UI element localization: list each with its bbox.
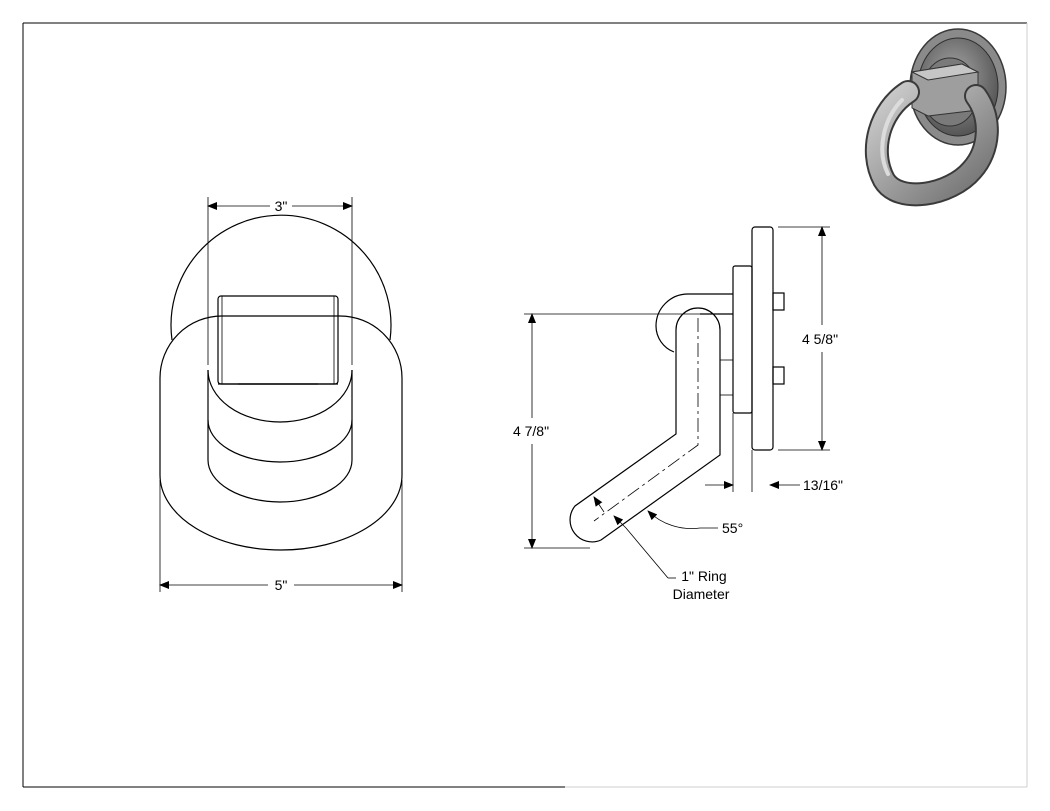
front-view [159,214,403,551]
dim-13-16: 13/16" [803,477,843,493]
dimension-ring-diameter: 1" Ring Diameter [593,496,730,602]
dim-3in: 3" [275,198,288,214]
ring-diameter-label-line1: 1" Ring [681,568,726,584]
drawing-frame [22,22,1028,788]
side-view [569,226,785,543]
dimension-overall-width: 5" [159,480,403,593]
dim-4-5-8: 4 5/8" [802,331,838,347]
dimension-plate-height: 4 5/8" [778,226,838,451]
lashing-ring-3d-render-icon [864,28,1007,207]
dimension-ring-height: 4 7/8" [513,313,700,549]
dimension-top-width: 3" [207,197,353,365]
dim-5in: 5" [275,577,288,593]
dimension-plate-thickness: 13/16" [705,413,843,493]
ring-diameter-label-line2: Diameter [673,586,730,602]
dim-4-7-8: 4 7/8" [513,423,549,439]
dimension-bend-angle: 55° [647,510,743,536]
dim-55-deg: 55° [722,520,743,536]
